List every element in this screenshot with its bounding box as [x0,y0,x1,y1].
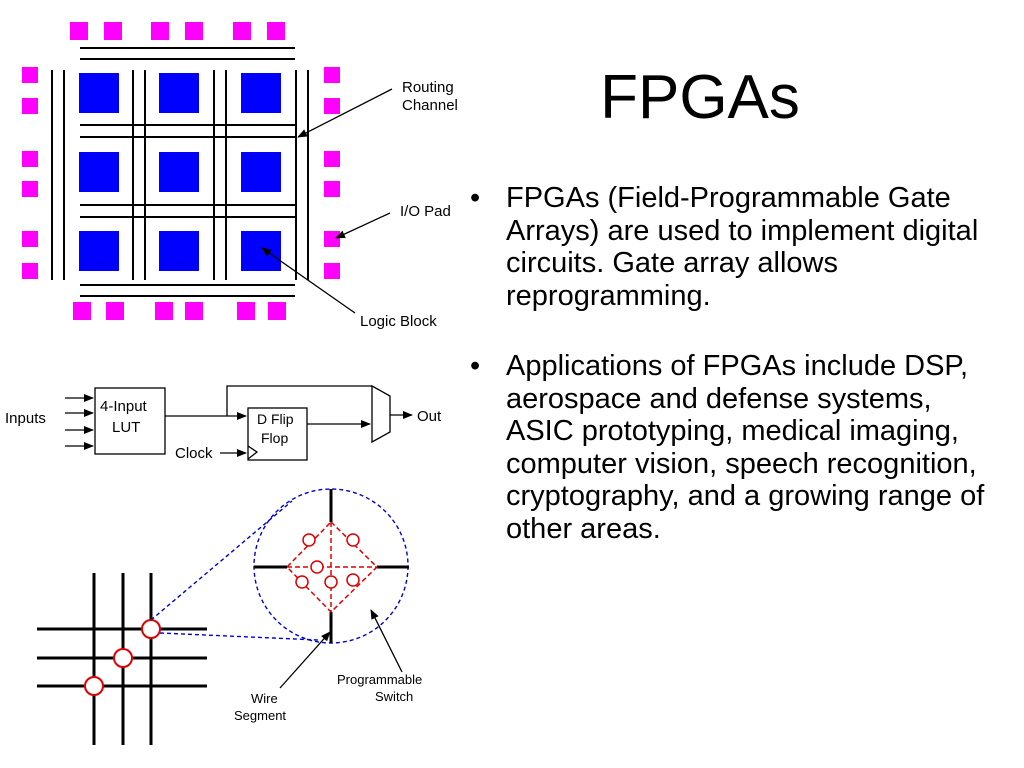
bullet-text-definition: FPGAs (Field-Programmable Gate Arrays) a… [506,182,979,312]
flip-flop-block [247,407,308,461]
routing-channels [51,47,309,297]
bullet-item-definition: • FPGAs (Field-Programmable Gate Arrays)… [470,182,990,312]
lut-label-line1: 4-Input [100,398,148,415]
lut-block [94,387,166,455]
flip-flop-label-line2: Flop [261,430,288,446]
wire-grid [37,573,207,745]
fpga-architecture-diagram: Routing Channel I/O Pad Logic Block [22,22,458,330]
multiplexer-block [371,384,391,444]
out-label: Out [417,408,442,425]
bullet-glyph: • [470,182,481,214]
logic-blocks [79,73,281,271]
io-pad-label: I/O Pad [400,203,451,220]
wire-segment-label-line1: Wire [251,691,278,706]
lut-label-line2: LUT [112,419,140,436]
flip-flop-label-line1: D Flip [257,411,294,427]
logic-block-label: Logic Block [360,313,437,330]
zoomed-switch-box [254,489,409,643]
clock-label: Clock [175,445,213,462]
slide-title: FPGAs [600,63,800,132]
bullet-item-applications: • Applications of FPGAs include DSP, aer… [470,350,990,545]
switch-points [84,619,161,696]
programmable-switch-diagram: Wire Segment Programmable Switch [37,488,422,745]
logic-element-diagram: Inputs 4-Input LUT D Flip Flop Clock Out [5,384,442,462]
io-pads [22,22,340,320]
bullet-glyph: • [470,350,481,382]
routing-channel-label-line2: Channel [402,97,458,114]
inputs-label: Inputs [5,410,46,427]
programmable-switch-label-line2: Switch [375,689,413,704]
bullet-text-applications: Applications of FPGAs include DSP, aeros… [506,350,985,545]
fpga-callouts [261,88,393,314]
wire-segment-label-line2: Segment [234,708,286,723]
bullet-list: • FPGAs (Field-Programmable Gate Arrays)… [470,182,990,583]
programmable-switch-label-line1: Programmable [337,672,422,687]
routing-channel-label-line1: Routing [402,79,454,96]
